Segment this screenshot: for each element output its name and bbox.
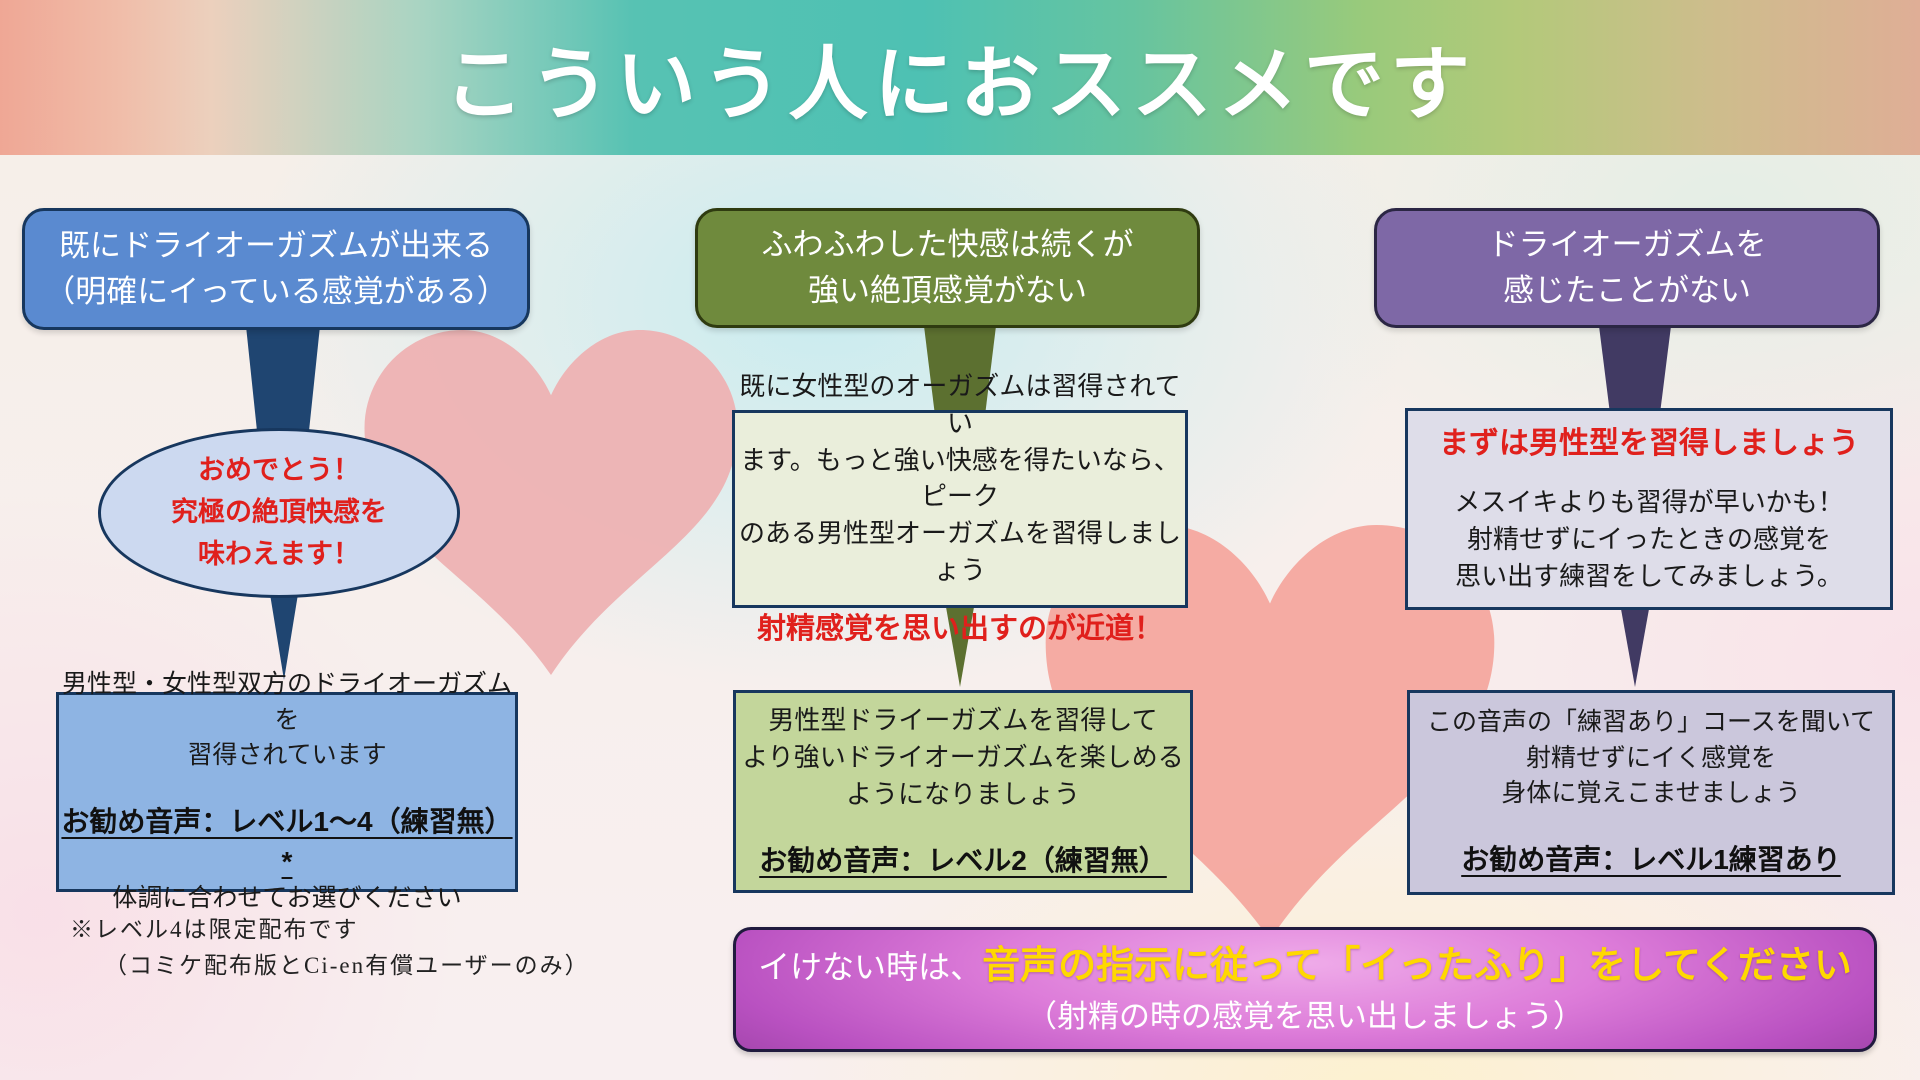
col3-explanation-line: 思い出す練習をしてみましょう。 <box>1455 560 1843 591</box>
footnote: ※レベル4は限定配布です （コミケ配布版とCi-en有償ユーザーのみ） <box>70 912 590 983</box>
col3-explanation-box: まずは男性型を習得しましょう メスイキよりも習得が早いかも！ 射精せずにイったと… <box>1405 408 1893 610</box>
col1-result-bubble: おめでとう！ 究極の絶頂快感を 味わえます！ <box>98 428 460 598</box>
col3-recommend-audio: お勧め音声：レベル1練習あり <box>1461 843 1841 875</box>
col3-condition-line: ドライオーガズムを <box>1487 226 1767 262</box>
col1-advice-line: 男性型・女性型双方のドライオーガズムを <box>61 670 512 734</box>
col1-condition-line: （明確にイっている感覚がある） <box>44 274 508 309</box>
footnote-line: ※レベル4は限定配布です <box>70 917 359 942</box>
col2-advice-line: 男性型ドライーガズムを習得して <box>768 705 1158 736</box>
bubble-line: 究極の絶頂快感を <box>171 497 387 528</box>
col3-advice-line: 身体に覚えこませましょう <box>1501 779 1801 808</box>
col3-headline-text: まずは男性型を習得しましょう <box>1439 427 1859 461</box>
col2-highlight-text: 射精感覚を思い出すのが近道！ <box>756 613 1163 646</box>
col3-advice-line: この音声の「練習あり」コースを聞いて <box>1426 708 1875 737</box>
banner-line1: イけない時は、音声の指示に従って「イったふり」をしてください <box>758 944 1852 990</box>
title-band: こういう人におススメです <box>0 0 1920 155</box>
banner-line2: （射精の時の感覚を思い出しましょう） <box>1026 998 1584 1034</box>
col2-explanation-line: のある男性型オーガズムを習得しましょう <box>738 518 1181 586</box>
col2-explanation-box: 既に女性型のオーガズムは習得されてい ます。もっと強い快感を得たいなら、ピーク … <box>732 371 1188 645</box>
col2-advice-line: ようになりましょう <box>845 779 1080 810</box>
col2-explanation-line: ます。もっと強い快感を得たいなら、ピーク <box>740 444 1180 512</box>
col2-condition-box: ふわふわした快感は続くが 強い絶頂感覚がない <box>695 208 1200 328</box>
col1-advice-note: 体調に合わせてお選びください <box>112 884 462 913</box>
bubble-line: おめでとう！ <box>198 455 360 486</box>
col1-advice-line: 習得されています <box>187 741 387 770</box>
bottom-banner: イけない時は、音声の指示に従って「イったふり」をしてください （射精の時の感覚を… <box>733 927 1877 1052</box>
col1-condition-box: 既にドライオーガズムが出来る （明確にイっている感覚がある） <box>22 208 530 330</box>
heart-icon <box>364 330 738 675</box>
heart-icon <box>1045 525 1495 940</box>
col3-explanation-line: 射精せずにイったときの感覚を <box>1466 523 1831 554</box>
col3-condition-box: ドライオーガズムを 感じたことがない <box>1374 208 1880 328</box>
col1-advice-box: 男性型・女性型双方のドライオーガズムを 習得されています お勧め音声：レベル1～… <box>56 670 518 912</box>
col2-advice-line: より強いドライオーガズムを楽しめる <box>742 742 1184 773</box>
banner-highlight-text: 音声の指示に従って「イったふり」をしてください <box>982 945 1852 988</box>
col3-advice-box: この音声の「練習あり」コースを聞いて 射精せずにイく感覚を 身体に覚えこませまし… <box>1407 690 1895 895</box>
col3-advice-line: 射精せずにイく感覚を <box>1525 743 1776 772</box>
col3-explanation-line: メスイキよりも習得が早いかも！ <box>1454 486 1844 517</box>
col1-connector-trapezoid <box>246 326 320 432</box>
col2-condition-line: ふわふわした快感は続くが <box>761 226 1134 262</box>
banner-lead-text: イけない時は、 <box>758 949 983 986</box>
col1-condition-line: 既にドライオーガズムが出来る <box>59 227 493 263</box>
col2-condition-line: 強い絶頂感覚がない <box>808 273 1087 308</box>
page-title: こういう人におススメです <box>444 41 1476 130</box>
bubble-line: 味わえます！ <box>198 538 360 569</box>
col2-recommend-audio: お勧め音声：レベル2（練習無） <box>759 844 1167 876</box>
col3-condition-line: 感じたことがない <box>1503 273 1751 308</box>
col1-recommend-audio: お勧め音声：レベル1～4（練習無）* <box>61 805 513 877</box>
col2-connector-trapezoid <box>924 326 996 414</box>
col3-connector-trapezoid <box>1599 326 1671 412</box>
col2-advice-box: 男性型ドライーガズムを習得して より強いドライオーガズムを楽しめる ようになりま… <box>733 690 1193 893</box>
col2-explanation-line: 既に女性型のオーガズムは習得されてい <box>739 370 1181 438</box>
footnote-line: （コミケ配布版とCi-en有償ユーザーのみ） <box>104 952 590 978</box>
